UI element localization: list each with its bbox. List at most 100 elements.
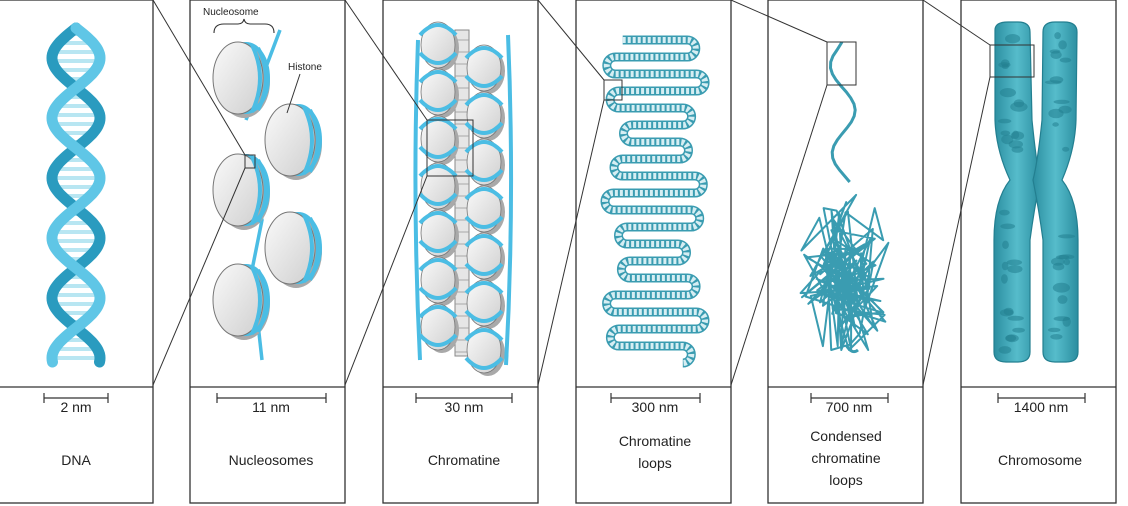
- chromosome-band: [1012, 130, 1020, 139]
- chromosome-band: [1052, 282, 1070, 293]
- nucleosome: [212, 153, 270, 230]
- chromosome-band: [998, 346, 1012, 354]
- scale-label-dna: 2 nm: [60, 399, 91, 415]
- fiber-nucleosome: [464, 185, 505, 235]
- condensed-tail: [828, 41, 857, 183]
- scale-label-condensed: 700 nm: [826, 399, 873, 415]
- histone-core: [264, 211, 316, 285]
- chromosome-band: [1058, 40, 1067, 50]
- chromosome-band: [1050, 50, 1062, 60]
- scale-bar-chromosome: [997, 393, 1086, 403]
- panel-name-condensed-line1: Condensed: [810, 428, 882, 444]
- fiber-wrap: [464, 93, 504, 107]
- chromosome-band: [1005, 34, 1021, 44]
- fiber-wrap: [418, 98, 458, 112]
- fiber-disc: [420, 162, 456, 210]
- chromosome-band: [1062, 146, 1070, 152]
- chromosome-band: [1048, 108, 1064, 119]
- chromosome-band: [1007, 265, 1023, 274]
- fiber-disc: [420, 303, 456, 351]
- dna-wrap-front: [256, 269, 268, 333]
- condensed-loops-illustration: [799, 41, 890, 354]
- histone-core: [212, 263, 264, 337]
- fiber-disc: [420, 115, 456, 163]
- fiber-wrap: [418, 117, 458, 131]
- fiber-nucleosome: [418, 68, 459, 118]
- fiber-outer-strand: [413, 34, 514, 366]
- zoom-boxes: [244, 41, 1035, 177]
- scale-bar-condensed: [810, 393, 889, 403]
- fiber-wrap: [418, 258, 458, 272]
- chromosome-band: [1059, 57, 1072, 63]
- dna-wrap-front: [308, 109, 320, 173]
- nucleosome-annotation: Nucleosome Histone: [203, 7, 322, 114]
- fiber-nucleosome: [464, 326, 505, 376]
- fiber-nucleosome: [464, 138, 505, 188]
- chromosome-band: [1063, 258, 1071, 266]
- fiber-wrap: [418, 164, 458, 178]
- condensed-knot: [799, 193, 890, 351]
- fiber-nucleosome: [418, 115, 459, 165]
- histone-core: [212, 41, 264, 115]
- fiber-wrap: [464, 46, 504, 60]
- fiber-wrap: [418, 286, 458, 300]
- fiber-nucleosome: [464, 232, 505, 282]
- chromosome-band: [1057, 295, 1068, 304]
- nucleosome: [212, 263, 270, 340]
- dna-wrap-front: [256, 159, 268, 223]
- fiber-nucleosome: [418, 256, 459, 306]
- chromosome-band: [1053, 316, 1071, 322]
- chromosome-illustration: [993, 21, 1079, 363]
- panel-frame-chromosome: [960, 0, 1117, 504]
- fiber-wrap: [464, 356, 504, 370]
- chromosome-band: [1054, 32, 1061, 40]
- fiber-wrap: [418, 23, 458, 37]
- fiber-disc: [466, 91, 502, 139]
- panel-name-condensed-line2: chromatine: [811, 450, 880, 466]
- chromosome-band: [1012, 327, 1025, 333]
- chromosome-band: [1003, 307, 1014, 316]
- chromosome-band: [1052, 122, 1059, 127]
- panel-name-dna: DNA: [61, 452, 91, 468]
- chromosome-band: [1002, 240, 1009, 249]
- chromosome-band: [999, 88, 1017, 98]
- zoom-box-chromosome: [989, 44, 1035, 78]
- dna-wrap-front: [308, 217, 320, 281]
- scale-label-chromatine: 30 nm: [445, 399, 484, 415]
- fiber-wrap: [418, 333, 458, 347]
- fiber-disc: [466, 185, 502, 233]
- fiber-disc: [420, 68, 456, 116]
- dna-strand-front: [46, 22, 106, 368]
- fiber-disc: [466, 326, 502, 374]
- fiber-wrap: [464, 187, 504, 201]
- fiber-disc: [466, 138, 502, 186]
- fiber-wrap: [464, 140, 504, 154]
- chromosome-band: [1005, 334, 1019, 343]
- fiber-wrap: [464, 234, 504, 248]
- fiber-nucleosome: [418, 303, 459, 353]
- fiber-wrap: [418, 70, 458, 84]
- chromatin-fiber-illustration: [413, 21, 514, 376]
- fiber-disc: [420, 209, 456, 257]
- nucleosome: [264, 211, 322, 288]
- fiber-nucleosome: [418, 209, 459, 259]
- fiber-nucleosome: [418, 21, 459, 71]
- chromosome-band: [1000, 130, 1011, 136]
- scale-label-loops: 300 nm: [632, 399, 679, 415]
- nucleosome-bracket: [213, 18, 275, 34]
- fiber-wrap: [464, 215, 504, 229]
- chromosome-band: [1053, 99, 1070, 104]
- nucleosome: [264, 103, 322, 180]
- chromosome-band: [1050, 334, 1063, 340]
- fiber-wrap: [418, 51, 458, 65]
- dna-wrap-front: [302, 106, 314, 175]
- panel-name-loops-line1: Chromatine: [619, 433, 692, 449]
- fiber-wrap: [464, 168, 504, 182]
- panel-name-condensed-line3: loops: [829, 472, 862, 488]
- chromosome-band: [1001, 274, 1008, 284]
- scale-bars: [43, 393, 1086, 403]
- fiber-wrap: [464, 328, 504, 342]
- dna-wrap-front: [250, 44, 262, 113]
- fiber-wrap: [464, 281, 504, 295]
- fiber-disc: [420, 256, 456, 304]
